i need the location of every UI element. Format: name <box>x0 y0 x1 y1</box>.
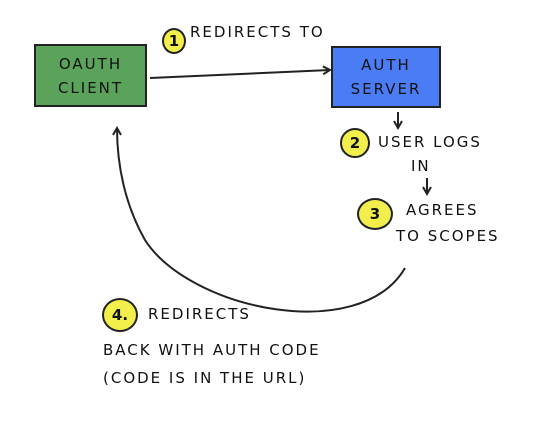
step-4-label-line3: (CODE IS IN THE URL) <box>103 369 307 387</box>
auth-server-label-line1: AUTH <box>361 56 411 74</box>
step-3-number: 3 <box>369 205 381 223</box>
redirect-to-server-arrow <box>149 70 330 79</box>
step-3-label-line2: TO SCOPES <box>396 227 500 245</box>
step-2-number: 2 <box>349 134 361 152</box>
oauth-client-box: OAUTH CLIENT <box>34 44 147 107</box>
step-1-number: 1 <box>168 32 180 50</box>
step-1-label: REDIRECTS TO <box>190 23 325 41</box>
step-3-badge: 3 <box>357 198 393 230</box>
step-4-badge: 4. <box>102 298 138 332</box>
step-4-number: 4. <box>111 306 129 324</box>
return-to-client-arrow <box>117 128 406 313</box>
step-3-label-line1: AGREES <box>406 201 479 219</box>
auth-server-label-line2: SERVER <box>350 80 422 98</box>
step-1-badge: 1 <box>162 28 186 54</box>
step-4-label-line2: BACK WITH AUTH CODE <box>103 341 321 359</box>
step-4-label-line1: REDIRECTS <box>148 305 251 323</box>
oauth-client-label-line1: OAUTH <box>58 54 123 73</box>
auth-server-box: AUTH SERVER <box>331 46 441 108</box>
step-2-badge: 2 <box>340 128 370 158</box>
step-2-label-line1: USER LOGS <box>378 133 482 151</box>
oauth-client-label-line2: CLIENT <box>57 78 124 97</box>
step-2-label-line2: IN <box>411 157 431 175</box>
